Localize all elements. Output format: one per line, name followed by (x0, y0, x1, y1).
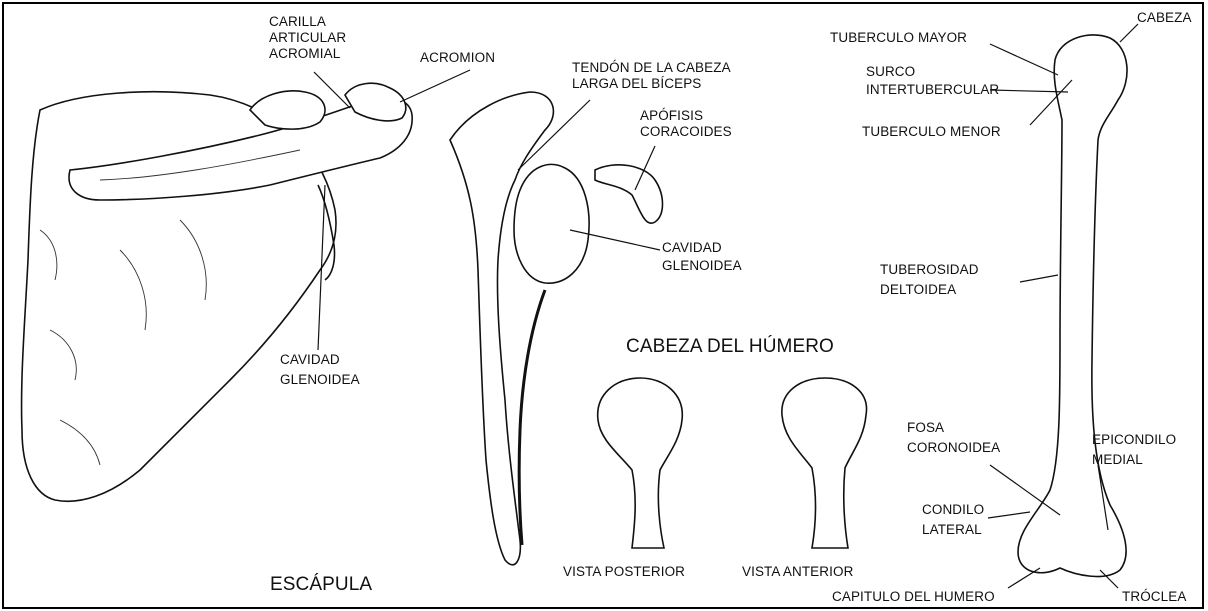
label-cavidad-glenoidea-left-line2: GLENOIDEA (280, 372, 360, 388)
label-cabeza: CABEZA (1137, 10, 1192, 26)
humeral-head-anterior-drawing (782, 378, 867, 548)
label-troclea: TRÓCLEA (1122, 589, 1186, 605)
scapula-posterior-drawing (22, 83, 413, 501)
label-carilla-line3: ACROMIAL (269, 46, 340, 62)
label-apofisis-line2: CORACOIDES (640, 124, 732, 140)
label-vista-anterior: VISTA ANTERIOR (742, 564, 853, 580)
label-condilo-line2: LATERAL (922, 522, 982, 538)
label-cabeza-del-humero: CABEZA DEL HÚMERO (626, 336, 834, 358)
label-acromion: ACROMION (420, 50, 495, 66)
humerus-drawing (1018, 35, 1127, 577)
label-carilla-line2: ARTICULAR (269, 30, 346, 46)
label-apofisis-line1: APÓFISIS (640, 108, 703, 124)
label-tuberosidad-line2: DELTOIDEA (880, 282, 956, 298)
label-epicondilo-line1: EPICONDILO (1092, 432, 1176, 448)
label-carilla-line1: CARILLA (269, 14, 326, 30)
scapula-shading (519, 290, 545, 545)
label-surco-line2: INTERTUBERCULAR (866, 82, 999, 98)
label-tuberculo-mayor: TUBERCULO MAYOR (830, 30, 967, 46)
label-surco-line1: SURCO (866, 64, 915, 80)
scapula-lateral-drawing (450, 92, 663, 565)
label-fosa-line1: FOSA (907, 420, 944, 436)
label-fosa-line2: CORONOIDEA (907, 440, 1000, 456)
label-vista-posterior: VISTA POSTERIOR (563, 564, 685, 580)
label-capitulo-del-humero: CAPITULO DEL HUMERO (832, 589, 995, 605)
label-tuberosidad-line1: TUBEROSIDAD (880, 262, 979, 278)
label-epicondilo-line2: MEDIAL (1092, 452, 1143, 468)
humeral-head-posterior-drawing (598, 378, 683, 548)
label-tuberculo-menor: TUBERCULO MENOR (862, 124, 1001, 140)
label-cavidad-glenoidea-mid-line2: GLENOIDEA (662, 258, 742, 274)
label-condilo-line1: CONDILO (922, 502, 984, 518)
label-cavidad-glenoidea-left-line1: CAVIDAD (280, 352, 340, 368)
leader-lines (314, 24, 1138, 588)
label-tendon-line2: LARGA DEL BÍCEPS (572, 76, 701, 92)
label-cavidad-glenoidea-mid-line1: CAVIDAD (662, 240, 722, 256)
label-tendon-line1: TENDÓN DE LA CABEZA (572, 60, 731, 76)
label-escapula: ESCÁPULA (270, 574, 372, 596)
